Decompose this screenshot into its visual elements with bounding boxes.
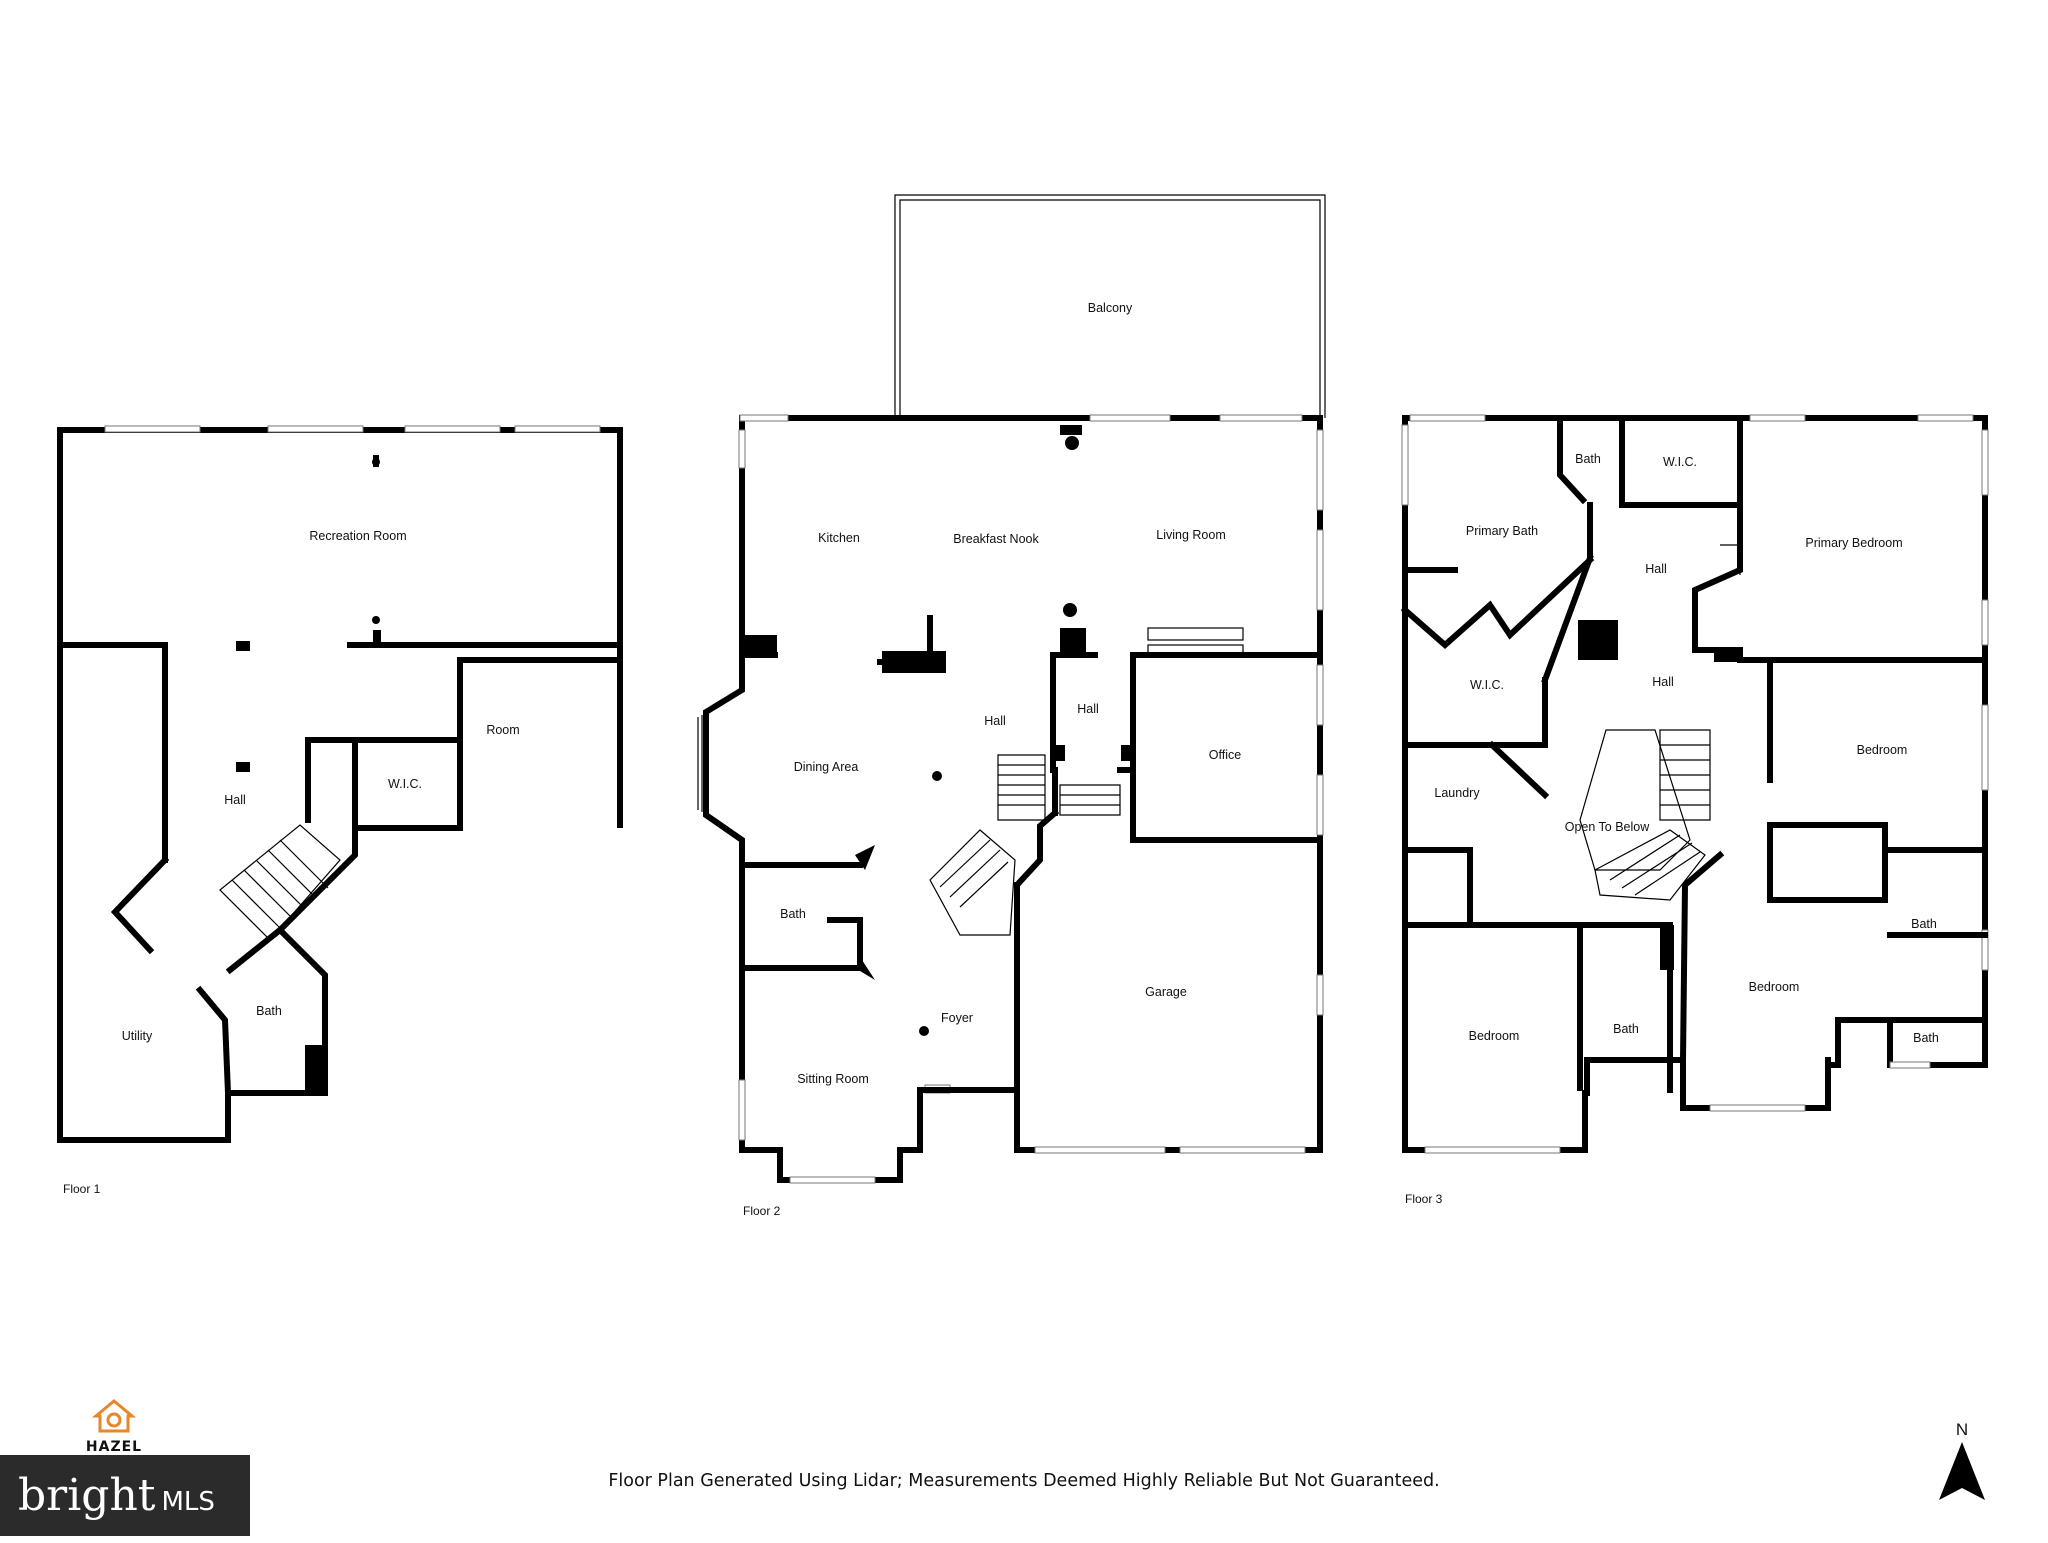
floor-1-room-recreation: Recreation Room	[309, 529, 406, 543]
floor-3-room-bedroom-sw: Bedroom	[1469, 1029, 1520, 1043]
floor-1-room-room: Room	[486, 723, 519, 737]
floor-3-room-hall-mid: Hall	[1652, 675, 1674, 689]
floor-2-room-breakfast-nook: Breakfast Nook	[953, 532, 1039, 546]
floor-2-room-garage: Garage	[1145, 985, 1187, 999]
floor-3-room-bath-right: Bath	[1911, 917, 1937, 931]
floor-2-room-foyer: Foyer	[941, 1011, 973, 1025]
floor-1-room-hall: Hall	[224, 793, 246, 807]
hazel-house-icon	[91, 1399, 137, 1433]
floor-2-room-living-room: Living Room	[1156, 528, 1225, 542]
bright-wordmark: bright	[18, 1470, 156, 1521]
floor-1-room-wic: W.I.C.	[388, 777, 422, 791]
floor-1-label: Floor 1	[63, 1182, 101, 1196]
floor-3-room-bedroom-ne: Bedroom	[1857, 743, 1908, 757]
floor-2-room-hall-b: Hall	[1077, 702, 1099, 716]
north-letter: N	[1955, 1420, 1969, 1439]
floor-2-plan	[697, 194, 1326, 1184]
floor-1-room-utility: Utility	[122, 1029, 153, 1043]
floor-2-room-dining: Dining Area	[794, 760, 859, 774]
floor-3-room-wic-top: W.I.C.	[1663, 455, 1697, 469]
hazel-logo: HAZEL	[78, 1398, 150, 1456]
floor-3-room-bath-se: Bath	[1913, 1031, 1939, 1045]
floor-3-room-bedroom-center: Bedroom	[1749, 980, 1800, 994]
mls-wordmark: MLS	[161, 1487, 215, 1517]
floor-2-room-hall-a: Hall	[984, 714, 1006, 728]
floor-3-room-open-below: Open To Below	[1565, 820, 1651, 834]
floor-2-room-kitchen: Kitchen	[818, 531, 860, 545]
floor-2-room-office: Office	[1209, 748, 1241, 762]
north-arrow-icon	[1939, 1442, 1985, 1500]
floor-3-room-bath-center: Bath	[1613, 1022, 1639, 1036]
floor-3-room-hall-upper: Hall	[1645, 562, 1667, 576]
floor-3-room-primary-bedroom: Primary Bedroom	[1805, 536, 1902, 550]
floor-2-room-bath: Bath	[780, 907, 806, 921]
floor-1-room-bath: Bath	[256, 1004, 282, 1018]
north-compass: N	[1932, 1420, 1992, 1510]
floor-3-room-bath-top: Bath	[1575, 452, 1601, 466]
floor-2-room-sitting: Sitting Room	[797, 1072, 869, 1086]
floor-3-room-laundry: Laundry	[1434, 786, 1480, 800]
floor-3-plan	[1400, 414, 1989, 1154]
hazel-wordmark: HAZEL	[85, 1439, 143, 1455]
floor-3-label: Floor 3	[1405, 1192, 1443, 1206]
floor-2-label: Floor 2	[743, 1204, 781, 1218]
disclaimer-text: Floor Plan Generated Using Lidar; Measur…	[608, 1471, 1440, 1491]
floor-3-room-wic-mid: W.I.C.	[1470, 678, 1504, 692]
floor-1-plan	[57, 425, 623, 1143]
floor-2-room-balcony: Balcony	[1088, 301, 1133, 315]
floor-3-room-primary-bath: Primary Bath	[1466, 524, 1538, 538]
